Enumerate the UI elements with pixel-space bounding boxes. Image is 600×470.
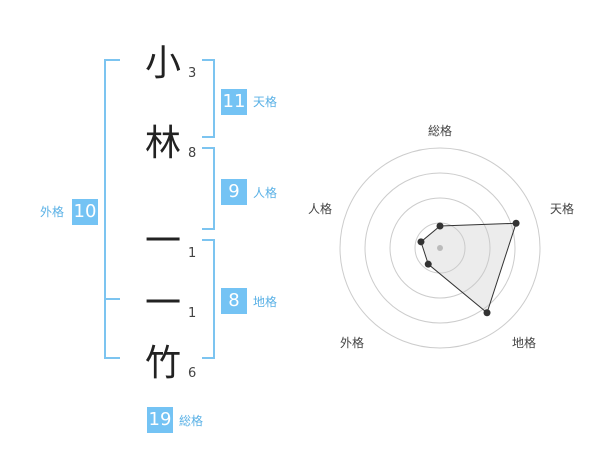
chikaku-value: 8 — [221, 288, 247, 314]
radar-point — [436, 222, 444, 230]
name-char-1: 小 — [144, 43, 181, 84]
radar-point — [512, 219, 520, 227]
jinkaku-value: 9 — [221, 179, 247, 205]
soukaku-value: 19 — [147, 407, 173, 433]
stroke-count-1: 3 — [188, 66, 197, 81]
tenkaku-bracket — [202, 59, 215, 138]
radar-axis-label-chikaku: 地格 — [512, 336, 537, 350]
radar-ring — [389, 197, 491, 299]
gaikaku-bracket — [104, 59, 120, 359]
name-char-2: 林 — [144, 123, 181, 164]
radar-polygon — [420, 222, 517, 314]
stroke-count-5: 6 — [188, 366, 197, 381]
stroke-count-4: 1 — [188, 306, 197, 321]
name-char-5: 竹 — [144, 343, 181, 384]
radar-point — [417, 238, 425, 246]
soukaku-label: 総格 — [179, 414, 204, 428]
name-char-4: 一 — [144, 283, 181, 324]
radar-center — [437, 245, 443, 251]
jinkaku-label: 人格 — [253, 186, 278, 200]
gaikaku-value: 10 — [72, 199, 98, 225]
tenkaku-label: 天格 — [253, 95, 278, 109]
radar-axis-label-tenkaku: 天格 — [550, 202, 575, 216]
radar-point — [483, 309, 491, 317]
radar-ring — [339, 147, 541, 349]
radar-axis-label-jinkaku: 人格 — [308, 202, 333, 216]
stroke-count-3: 1 — [188, 246, 197, 261]
radar-point — [424, 260, 432, 268]
radar-axis-label-gaikaku: 外格 — [340, 336, 365, 350]
name-char-3: 一 — [144, 221, 181, 262]
stroke-count-2: 8 — [188, 146, 197, 161]
jinkaku-bracket — [202, 147, 215, 230]
chikaku-label: 地格 — [253, 295, 278, 309]
radar-ring — [364, 172, 516, 324]
chikaku-bracket — [202, 239, 215, 359]
tenkaku-value: 11 — [221, 89, 247, 115]
radar-axis-label-soukaku: 総格 — [428, 124, 453, 138]
gaikaku-label: 外格 — [40, 205, 65, 219]
